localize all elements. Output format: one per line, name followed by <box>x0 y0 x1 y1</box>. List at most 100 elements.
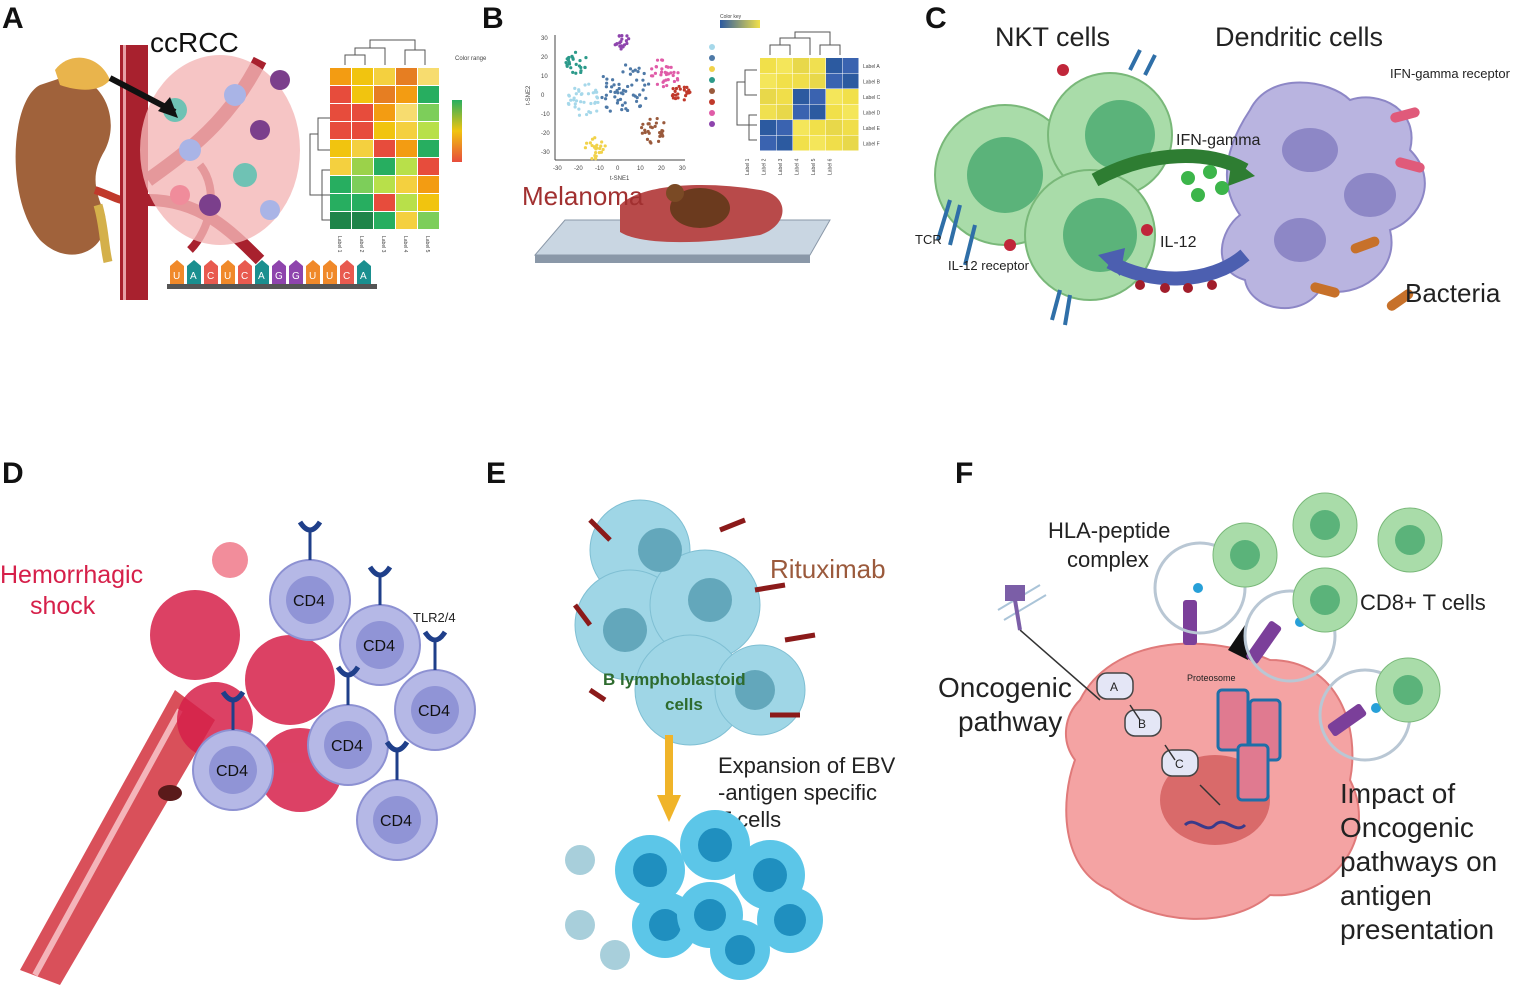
heatmap-a-cell <box>352 140 373 157</box>
tsne-point <box>672 79 677 84</box>
heatmap-a-cell <box>396 104 417 121</box>
tsne-point <box>573 102 577 106</box>
cd4-nucleus <box>411 686 459 734</box>
tsne-point <box>660 67 664 71</box>
tsne-point <box>637 66 641 70</box>
expansion-arrow-head <box>657 795 681 822</box>
heatmap-a-cell <box>352 212 373 229</box>
rna-base <box>357 260 371 284</box>
heatmap-b-col-label: Label 3 <box>778 158 784 175</box>
clot <box>158 785 182 801</box>
panel-f: F HLA-peptide complex ABC Oncogenic path… <box>938 457 1497 945</box>
heatmap-b-row-label: Label B <box>863 80 881 86</box>
heatmap-a-cell <box>374 122 395 139</box>
tsne-point <box>671 87 675 91</box>
membrane-receptor <box>997 584 1047 631</box>
heatmap-a-col-label: Label 4 <box>402 236 408 253</box>
tsne-point <box>593 145 597 149</box>
heatmap-a-cell <box>330 104 351 121</box>
tsne-point <box>659 70 664 74</box>
panel-a-letter: A <box>2 2 24 35</box>
tsne-point <box>567 61 571 65</box>
heatmap-a-cell <box>352 158 373 175</box>
melanoma-title: Melanoma <box>522 181 644 211</box>
heatmap-a-cell <box>396 122 417 139</box>
heatmap-a-cell <box>330 122 351 139</box>
cd4-label: CD4 <box>418 703 450 720</box>
tsne-xtick: 30 <box>679 166 686 172</box>
heatmap-a-cell <box>418 140 439 157</box>
heatmap-b-cell <box>826 58 842 73</box>
tsne-ytick: -30 <box>541 150 550 156</box>
impact-label-line: Impact of <box>1340 778 1455 809</box>
tsne-point <box>675 76 680 81</box>
tsne-point <box>649 125 653 129</box>
tsne-point <box>677 84 681 89</box>
tsne-point <box>630 83 634 87</box>
heatmap-a-cell <box>330 86 351 103</box>
tsne-point <box>595 109 599 113</box>
impact-label-line: presentation <box>1340 914 1494 945</box>
pathway-node-label: C <box>1175 757 1184 771</box>
tsne-point <box>666 72 671 76</box>
heatmap-a-cell <box>418 176 439 193</box>
tsne-point <box>584 55 588 60</box>
tsne-point <box>588 111 593 115</box>
tsne-point <box>659 73 663 77</box>
tsne-ytick: 20 <box>541 55 548 61</box>
heatmap-a-cell <box>352 104 373 121</box>
tsne-point <box>653 124 657 128</box>
heatmap-a-cell <box>374 140 395 157</box>
cd4-label: CD4 <box>331 738 363 755</box>
rna-base <box>238 260 252 284</box>
tsne-ytick: 10 <box>541 74 548 80</box>
tsne-point <box>587 82 591 86</box>
tsne-point <box>648 140 652 144</box>
tsne-xtick: 20 <box>658 166 665 172</box>
heatmap-a-cell <box>396 140 417 157</box>
tsne-point <box>634 99 639 104</box>
tsne-point <box>663 70 667 74</box>
tsne-point <box>685 85 689 89</box>
tsne-point <box>585 141 589 145</box>
tsne-point <box>583 65 587 70</box>
tsne-point <box>641 88 645 92</box>
tlr-receptor-cup <box>384 740 410 753</box>
tsne-point <box>628 67 633 71</box>
blood-vessel-d-highlight <box>32 708 183 977</box>
tsne-point <box>596 100 600 105</box>
tsne-point <box>593 100 597 104</box>
heatmap-b-cell <box>809 120 826 135</box>
tsne-point <box>674 86 679 91</box>
heatmap-a-cell <box>418 122 439 139</box>
tsne-point <box>645 137 650 142</box>
il12-label: IL-12 <box>1160 234 1197 251</box>
heatmap-b-row-label: Label E <box>863 126 881 132</box>
dendritic-cells-label: Dendritic cells <box>1215 22 1383 52</box>
heatmap-b-cell <box>826 73 842 89</box>
tsne-point <box>655 58 660 62</box>
tsne-point <box>646 82 651 86</box>
expansion-label-line2: -antigen specific <box>718 780 877 805</box>
tsne-point <box>593 153 597 158</box>
heatmap-b-cell <box>842 89 859 104</box>
tlr-receptor-cup <box>335 665 361 678</box>
shock-label-line1: Hemorrhagic <box>0 561 143 589</box>
tsne-xtick: -10 <box>595 166 604 172</box>
tsne-point <box>669 65 673 69</box>
heatmap-a-cell <box>396 68 417 85</box>
tsne-ytick: 30 <box>541 36 548 42</box>
tsne-point <box>574 99 579 103</box>
ifn-gamma-label: IFN-gamma <box>1176 132 1261 149</box>
proteasome-arrow <box>1228 625 1248 660</box>
tsne-point <box>646 122 650 126</box>
tsne-point <box>669 71 673 75</box>
tsne-point <box>579 65 583 70</box>
heatmap-a-cell <box>352 122 373 139</box>
tsne-point <box>593 90 597 94</box>
tsne-point <box>619 91 624 95</box>
